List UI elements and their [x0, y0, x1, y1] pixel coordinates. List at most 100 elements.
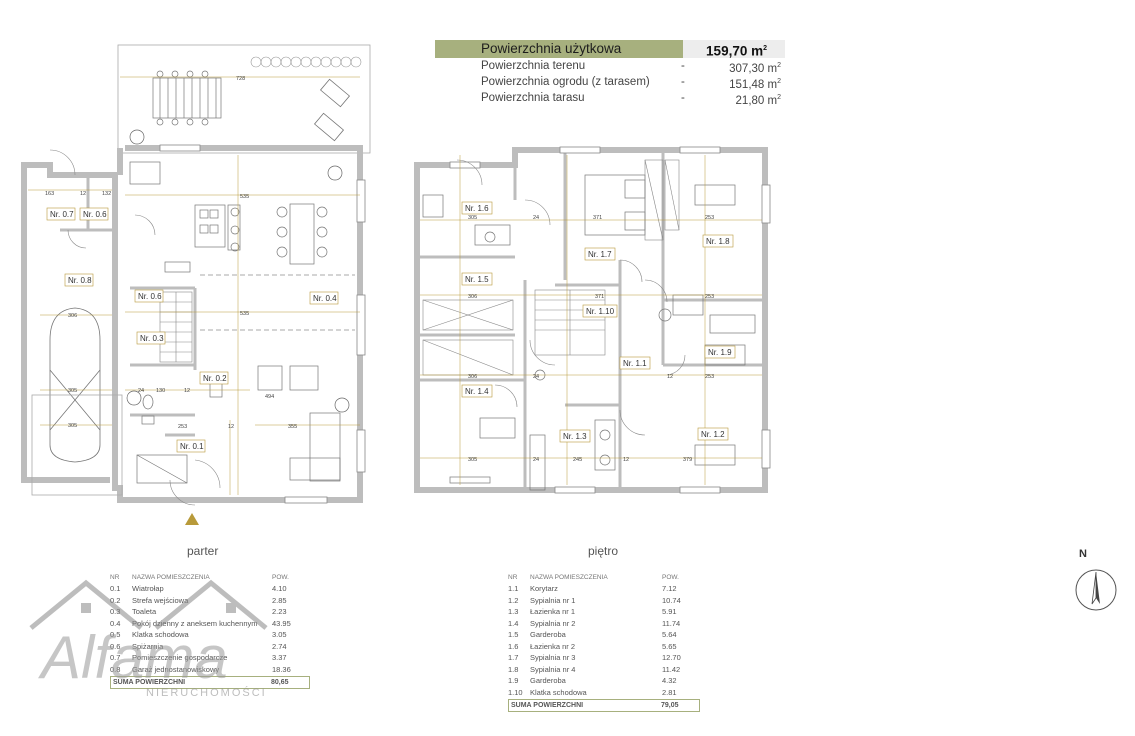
- svg-text:306: 306: [468, 294, 477, 300]
- svg-text:12: 12: [184, 388, 190, 394]
- living-room-furniture: [209, 365, 341, 482]
- table-total: SUMA POWIERZCHNI 79,05: [508, 699, 700, 712]
- svg-text:253: 253: [705, 215, 714, 221]
- svg-text:24: 24: [533, 215, 539, 221]
- svg-text:371: 371: [593, 215, 602, 221]
- terrace-outline: [117, 44, 371, 154]
- ground-stairs: [159, 291, 193, 363]
- room-label-0-4: Nr. 0.4: [313, 294, 337, 303]
- summary-row: Powierzchnia terenu - 307,30 m2: [481, 60, 781, 75]
- first-floor-caption: piętro: [588, 544, 619, 558]
- area-summary: Powierzchnia użytkowa 159,70 m2 Powierzc…: [435, 40, 785, 107]
- svg-text:163: 163: [45, 191, 54, 197]
- room-label-1-3: Nr. 1.3: [563, 432, 587, 441]
- room-label-1-6: Nr. 1.6: [465, 204, 489, 213]
- svg-text:306: 306: [68, 313, 77, 319]
- svg-text:305: 305: [468, 457, 477, 463]
- summary-row: Powierzchnia tarasu - 21,80 m2: [481, 92, 781, 107]
- ground-windows: [159, 144, 366, 504]
- first-floor-plan: Nr. 1.1 Nr. 1.2 Nr. 1.3 Nr. 1.4 Nr. 1.5 …: [414, 146, 771, 494]
- table-total: SUMA POWIERZCHNI 80,65: [110, 676, 310, 689]
- room-label-1-1: Nr. 1.1: [623, 359, 647, 368]
- svg-text:253: 253: [178, 424, 187, 430]
- svg-text:132: 132: [102, 191, 111, 197]
- ground-dashed-lines: [200, 274, 355, 331]
- svg-text:245: 245: [573, 457, 582, 463]
- room-label-0-2: Nr. 0.2: [203, 374, 227, 383]
- room-label-1-8: Nr. 1.8: [706, 237, 730, 246]
- svg-text:305: 305: [468, 215, 477, 221]
- first-windows: [449, 146, 771, 494]
- first-doors: [456, 159, 686, 436]
- svg-text:305: 305: [68, 388, 77, 394]
- svg-text:253: 253: [705, 374, 714, 380]
- svg-text:12: 12: [667, 374, 673, 380]
- svg-text:253: 253: [705, 294, 714, 300]
- terrace-loungers: [313, 78, 351, 142]
- first-dimension-lines: [420, 155, 762, 485]
- room-label-0-8: Nr. 0.8: [68, 276, 92, 285]
- room-label-1-9: Nr. 1.9: [708, 348, 732, 357]
- svg-text:371: 371: [595, 294, 604, 300]
- ground-doors: [49, 149, 221, 506]
- room-label-1-2: Nr. 1.2: [701, 430, 725, 439]
- room-label-0-1: Nr. 0.1: [180, 442, 204, 451]
- agency-watermark-logo: Alfama NIERUCHOMOŚCI: [29, 579, 268, 698]
- usable-area-label: Powierzchnia użytkowa: [435, 40, 683, 58]
- roof-icon: [29, 579, 143, 630]
- room-label-1-4: Nr. 1.4: [465, 387, 489, 396]
- first-dimension-labels: 305 371 253 306 371 253 306 12 253 305 2…: [468, 215, 714, 463]
- svg-text:130: 130: [156, 388, 165, 394]
- svg-text:379: 379: [683, 457, 692, 463]
- room-label-1-10: Nr. 1.10: [586, 307, 615, 316]
- svg-text:12: 12: [228, 424, 234, 430]
- north-label: N: [1079, 548, 1087, 560]
- svg-text:355: 355: [288, 424, 297, 430]
- wardrobes: [422, 159, 680, 376]
- garage-car: [31, 307, 123, 496]
- entrance-marker: [185, 513, 199, 525]
- svg-text:Alfama: Alfama: [38, 624, 228, 691]
- svg-text:728: 728: [236, 76, 245, 82]
- svg-text:12: 12: [623, 457, 629, 463]
- ground-inner-walls: [60, 175, 197, 488]
- svg-text:24: 24: [533, 457, 539, 463]
- svg-text:535: 535: [240, 311, 249, 317]
- table-header: NR NAZWA POMIESZCZENIA POW.: [110, 574, 289, 581]
- ground-dimension-labels: 728 163 12 132 535 306 305 305 535 494 3…: [45, 76, 297, 430]
- svg-text:494: 494: [265, 394, 274, 400]
- usable-area-value: 159,70 m2: [683, 40, 785, 59]
- first-room-labels: Nr. 1.1 Nr. 1.2 Nr. 1.3 Nr. 1.4 Nr. 1.5 …: [461, 201, 736, 443]
- room-label-0-6: Nr. 0.6: [138, 292, 162, 301]
- usable-area-header: Powierzchnia użytkowa 159,70 m2: [435, 40, 785, 59]
- svg-text:305: 305: [68, 423, 77, 429]
- terrace-dining-table: [152, 70, 222, 126]
- hedge-shrubs: [250, 56, 362, 68]
- room-label-1-5: Nr. 1.5: [465, 275, 489, 284]
- svg-text:306: 306: [468, 374, 477, 380]
- svg-text:NIERUCHOMOŚCI: NIERUCHOMOŚCI: [146, 686, 267, 698]
- ground-floor-caption: parter: [187, 544, 219, 558]
- ground-room-labels: Nr. 0.1 Nr. 0.2 Nr. 0.3 Nr. 0.4 Nr. 0.6 …: [46, 207, 339, 453]
- ground-dimension-lines: [28, 76, 360, 495]
- table-header: NR NAZWA POMIESZCZENIA POW.: [508, 574, 679, 581]
